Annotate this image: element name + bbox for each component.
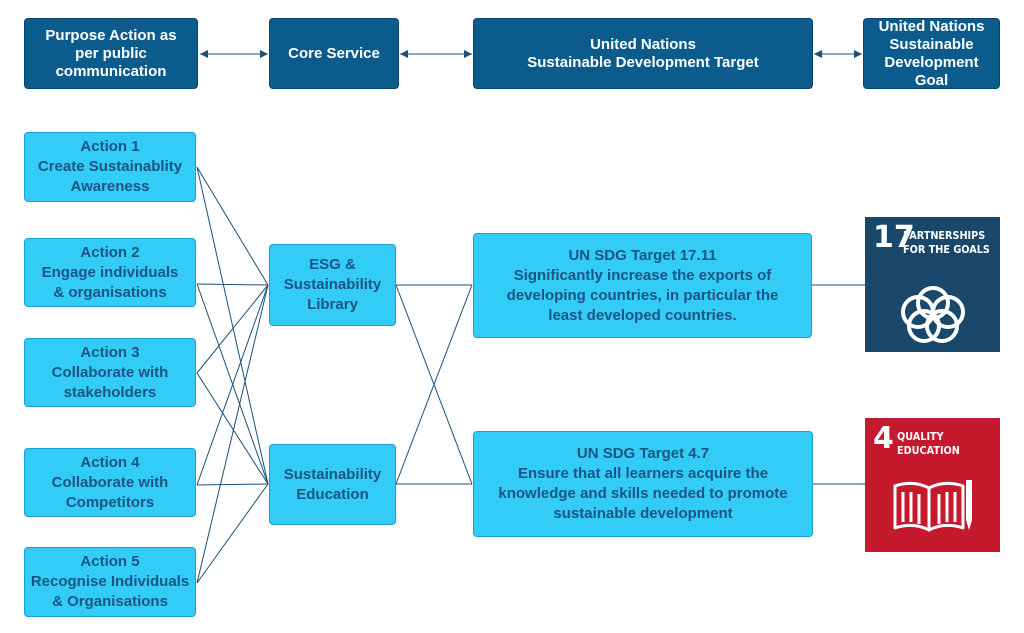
link-action1-edu xyxy=(196,166,269,485)
header-text-line: communication xyxy=(55,62,167,80)
target-17-11-box: UN SDG Target 17.11 Significantly increa… xyxy=(473,233,812,338)
target-title: UN SDG Target 17.11 xyxy=(568,246,717,264)
arrowhead xyxy=(200,50,208,58)
header-text-line: Development xyxy=(884,53,979,71)
action-1-box: Action 1 Create Sustainablity Awareness xyxy=(24,132,196,202)
service-text-line: Sustainability xyxy=(283,465,382,483)
interlocking-rings-icon xyxy=(901,286,965,343)
link-edu-target1711 xyxy=(395,284,473,485)
action-text-line: stakeholders xyxy=(63,383,157,401)
goal-title-line: EDUCATION xyxy=(897,444,960,457)
link-action5-edu xyxy=(196,483,269,584)
goal-title: QUALITY EDUCATION xyxy=(897,430,960,458)
link-action4-esg xyxy=(196,284,269,486)
sdg-goal-17-tile: 17 PARTNERSHIPS FOR THE GOALS xyxy=(865,217,1000,352)
book-and-pencil-icon xyxy=(893,480,972,532)
action-title: Action 1 xyxy=(80,138,140,155)
goal-title-line: QUALITY xyxy=(897,430,944,443)
header-text-line: United Nations xyxy=(590,35,696,53)
header-un-target: United Nations Sustainable Development T… xyxy=(473,18,813,89)
arrowhead xyxy=(814,50,822,58)
target-4-7-box: UN SDG Target 4.7 Ensure that all learne… xyxy=(473,431,813,537)
action-3-box: Action 3 Collaborate with stakeholders xyxy=(24,338,196,407)
arrowhead xyxy=(260,50,268,58)
action-text-line: & Organisations xyxy=(52,593,168,610)
arrowhead xyxy=(400,50,408,58)
action-text-line: & organisations xyxy=(53,283,167,301)
action-text-line: Engage individuals xyxy=(41,263,179,281)
link-action4-edu xyxy=(196,483,269,486)
target-text-line: sustainable development xyxy=(553,505,733,522)
header-text-line: Goal xyxy=(914,71,949,89)
link-action3-edu xyxy=(196,372,269,485)
target-text-line: knowledge and skills needed to promote xyxy=(498,485,788,502)
action-title: Action 4 xyxy=(80,453,140,471)
action-text-line: Recognise Individuals xyxy=(30,573,190,590)
sdg-goal-4-tile: 4 QUALITY EDUCATION xyxy=(865,418,1000,552)
service-esg-library-box: ESG & Sustainability Library xyxy=(269,244,396,326)
service-text-line: Education xyxy=(296,485,369,503)
action-title: Action 2 xyxy=(80,243,140,261)
header-purpose-action: Purpose Action as per public communicati… xyxy=(24,18,198,89)
action-text-line: Collaborate with xyxy=(51,363,169,381)
header-text-line: Core Service xyxy=(288,44,380,62)
goal-title: PARTNERSHIPS FOR THE GOALS xyxy=(903,229,990,257)
action-text-line: Collaborate with xyxy=(51,473,169,491)
header-text-line: Sustainable Development Target xyxy=(527,53,759,71)
header-text-line: Sustainable xyxy=(889,35,974,53)
action-title: Action 5 xyxy=(80,553,140,570)
action-4-box: Action 4 Collaborate with Competitors xyxy=(24,448,196,517)
service-text-line: Sustainability xyxy=(283,276,382,293)
target-text-line: Significantly increase the exports of xyxy=(513,266,772,284)
target-text-line: Ensure that all learners acquire the xyxy=(517,465,769,482)
header-text-line: United Nations xyxy=(878,17,985,35)
link-action5-esg xyxy=(196,284,269,584)
service-text-line: Library xyxy=(307,296,358,313)
action-title: Action 3 xyxy=(80,343,140,361)
link-action3-esg xyxy=(196,284,269,374)
target-title: UN SDG Target 4.7 xyxy=(576,445,710,462)
service-text-line: ESG & xyxy=(309,256,356,273)
header-text-line: Purpose Action as xyxy=(45,26,177,44)
target-text-line: least developed countries. xyxy=(548,306,737,324)
action-5-box: Action 5 Recognise Individuals & Organis… xyxy=(24,547,196,617)
header-text-line: per public xyxy=(75,44,147,62)
service-sustainability-education-box: Sustainability Education xyxy=(269,444,396,525)
link-action1-esg xyxy=(196,166,269,286)
header-un-goal: United Nations Sustainable Development G… xyxy=(863,18,1000,89)
header-core-service: Core Service xyxy=(269,18,399,89)
goal-title-line: PARTNERSHIPS xyxy=(903,229,986,242)
action-text-line: Competitors xyxy=(65,493,155,511)
arrowhead xyxy=(854,50,862,58)
link-action2-esg xyxy=(196,283,269,286)
goal-number: 4 xyxy=(873,421,894,456)
arrowhead xyxy=(464,50,472,58)
goal-number: 17 xyxy=(873,220,915,255)
goal-title-line: FOR THE GOALS xyxy=(903,243,990,256)
target-text-line: developing countries, in particular the xyxy=(506,286,779,304)
action-2-box: Action 2 Engage individuals & organisati… xyxy=(24,238,196,307)
action-text-line: Create Sustainablity xyxy=(37,158,183,175)
action-text-line: Awareness xyxy=(70,178,150,195)
